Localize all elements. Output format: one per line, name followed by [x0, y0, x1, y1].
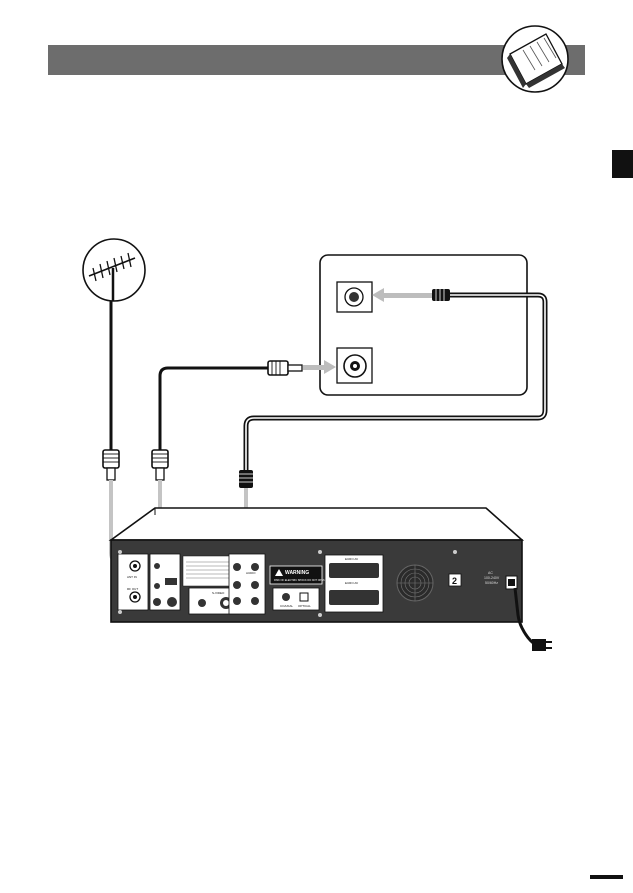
- antenna-icon: [82, 238, 146, 302]
- svg-text:RISK OF ELECTRIC SHOCK DO NOT: RISK OF ELECTRIC SHOCK DO NOT OPEN: [274, 579, 325, 582]
- fan-grille-icon: [396, 564, 434, 602]
- svg-text:ANT IN: ANT IN: [127, 575, 137, 579]
- svg-text:EURO AV: EURO AV: [345, 581, 358, 585]
- svg-text:50/60Hz: 50/60Hz: [485, 581, 498, 585]
- power-socket-icon: [505, 575, 518, 590]
- class-symbol: 2: [448, 573, 462, 587]
- svideo-lower-plug-icon: [239, 470, 253, 488]
- svg-text:EURO AV: EURO AV: [345, 557, 358, 561]
- rf-plug-icon: [267, 360, 303, 376]
- video-section-1: [149, 553, 181, 611]
- rf-jack-icon: [336, 347, 373, 384]
- guide-arrows: [303, 288, 432, 374]
- svideo-jack-icon: [336, 281, 373, 313]
- warning-label: WARNING RISK OF ELECTRIC SHOCK DO NOT OP…: [269, 565, 325, 585]
- svg-text:WARNING: WARNING: [285, 570, 309, 576]
- scart-section: EURO AV EURO AV: [324, 554, 384, 613]
- rf-out-plug-icon: [151, 449, 169, 481]
- header-bar: [48, 45, 585, 75]
- antenna-plug-icon: [102, 449, 120, 481]
- svg-text:2: 2: [452, 576, 457, 586]
- digital-audio-section: COAXIAL OPTICAL: [272, 587, 320, 611]
- svg-text:COAXIAL: COAXIAL: [280, 604, 293, 608]
- svg-text:AUDIO: AUDIO: [246, 571, 256, 575]
- svideo-plug-icon: [432, 289, 450, 301]
- audio-section: AUDIO: [228, 553, 266, 615]
- power-plug-icon: [532, 639, 552, 651]
- side-tab: [612, 150, 633, 178]
- svg-text:S-VIDEO: S-VIDEO: [212, 591, 225, 595]
- svg-text:100-240V: 100-240V: [484, 576, 500, 580]
- page-marker: [590, 875, 623, 879]
- svg-text:AC: AC: [488, 571, 493, 575]
- panel-screws: [118, 550, 457, 617]
- power-cord: [513, 587, 537, 647]
- svg-text:OPTICAL: OPTICAL: [298, 604, 311, 608]
- svg-text:RF OUT: RF OUT: [127, 587, 138, 591]
- ant-rf-section: ANT IN RF OUT: [117, 553, 149, 611]
- open-book-icon: [501, 25, 569, 93]
- rf-cable: [158, 366, 270, 450]
- ac-labels: AC 100-240V 50/60Hz: [484, 571, 500, 585]
- player-top: [108, 507, 525, 541]
